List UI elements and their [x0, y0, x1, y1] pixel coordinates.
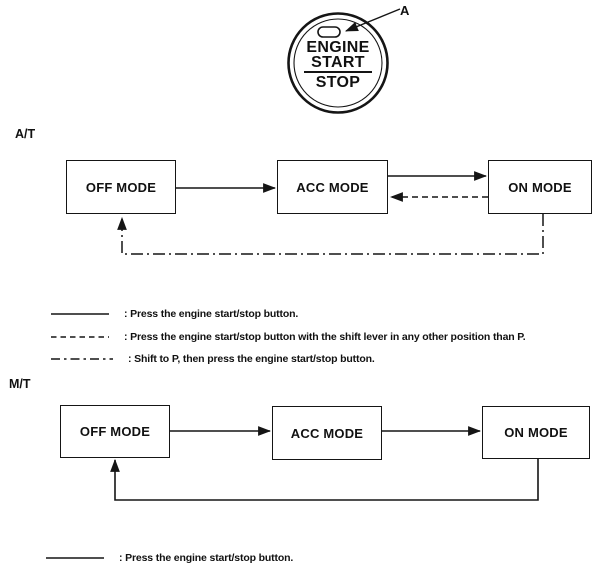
button-inner-ring — [293, 18, 383, 108]
mt-acc-mode-box: ACC MODE — [272, 406, 382, 460]
dashed-line-icon — [51, 336, 109, 338]
solid-line-icon — [51, 313, 109, 315]
at-off-mode-box: OFF MODE — [66, 160, 176, 214]
legend-text: : Press the engine start/stop button. — [124, 308, 299, 320]
mt-on-mode-box: ON MODE — [482, 406, 590, 459]
button-indicator-lamp — [317, 26, 341, 38]
mt-legend-solid: : Press the engine start/stop button. — [45, 550, 293, 566]
at-arrow-on-to-off-dashdot — [117, 214, 544, 255]
section-label-at: A/T — [15, 127, 36, 141]
engine-start-stop-button-icon — [287, 8, 401, 114]
button-text-stop: STOP — [315, 74, 361, 91]
at-legend-dashed: : Press the engine start/stop button wit… — [50, 329, 526, 345]
at-legend-dashdot: : Shift to P, then press the engine star… — [50, 351, 375, 367]
button-text-start: START — [304, 55, 372, 73]
callout-arrow — [344, 8, 401, 32]
legend-text: : Shift to P, then press the engine star… — [128, 353, 375, 365]
mt-off-mode-box: OFF MODE — [60, 405, 170, 458]
button-text-engine: ENGINE — [306, 39, 370, 56]
button-text: ENGINE START STOP — [288, 39, 388, 91]
at-acc-mode-box: ACC MODE — [277, 160, 388, 214]
legend-text: : Press the engine start/stop button wit… — [124, 331, 526, 343]
legend-text: : Press the engine start/stop button. — [119, 552, 294, 564]
callout-label-a: A — [400, 3, 410, 18]
solid-line-icon — [46, 557, 104, 559]
at-legend-solid: : Press the engine start/stop button. — [50, 306, 298, 322]
dash-dot-line-icon — [51, 358, 113, 360]
section-label-mt: M/T — [9, 377, 31, 391]
mt-arrow-on-to-off-return — [110, 458, 539, 501]
at-on-mode-box: ON MODE — [488, 160, 592, 214]
button-outer-ring — [287, 12, 389, 114]
